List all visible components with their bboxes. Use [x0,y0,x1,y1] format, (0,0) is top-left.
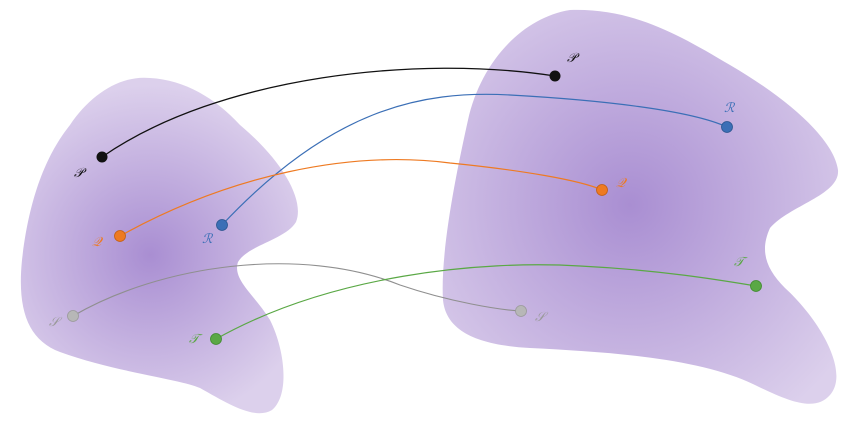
label-q-left: 𝒬 [92,235,104,250]
curve-r [221,93,728,226]
point-s-left [67,310,79,322]
point-p-left [96,151,108,163]
curve-s [72,263,522,317]
point-q-right [596,184,608,196]
curve-p [101,67,556,158]
label-q-right: 𝒬 [616,176,628,191]
curve-t [215,264,757,340]
point-p-right [549,70,561,82]
label-r-left: ℛ [202,232,214,247]
left-manifold-region [20,77,298,414]
point-t-left [210,333,222,345]
curve-q [119,159,603,237]
point-q-left [114,230,126,242]
point-r-left [216,219,228,231]
point-t-right [750,280,762,292]
right-manifold-region [442,9,839,404]
label-r-right: ℛ [724,101,736,116]
point-s-right [515,305,527,317]
point-r-right [721,121,733,133]
